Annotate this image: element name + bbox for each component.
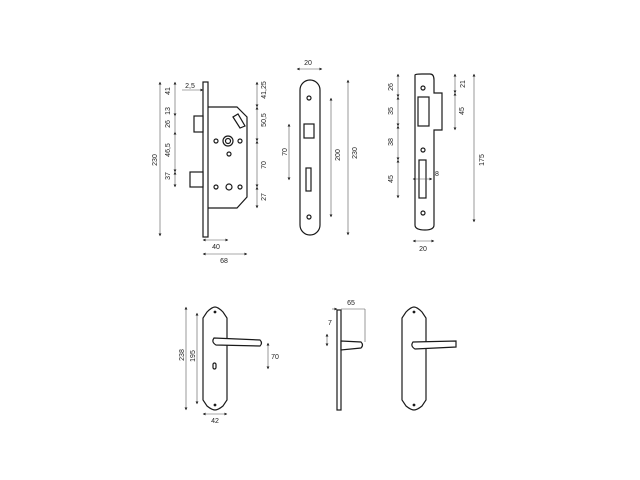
dim-screw-spacing: 200 — [335, 149, 342, 161]
dim-follower-to-key: 70 — [261, 161, 268, 169]
dim-strike-overall: 175 — [479, 154, 486, 166]
dim-lever-to-key: 70 — [271, 354, 279, 361]
strike-plate-outline — [414, 73, 443, 231]
dim-bolt-offset: 13 — [165, 107, 172, 115]
dim-faceplate-thickness: 2,5 — [185, 83, 195, 90]
faceplate-view: 20 70 200 230 — [282, 60, 359, 236]
lock-case-view: 2,5 41 13 26 46,5 37 230 41,25 50,5 70 2… — [152, 81, 268, 265]
dim-faceplate-height: 230 — [352, 147, 359, 159]
bolt-hole — [417, 96, 430, 127]
dim-faceplate-width: 20 — [304, 60, 312, 67]
dim-handle-projection: 65 — [347, 300, 355, 307]
dim-case-to-follower: 50,5 — [261, 113, 268, 127]
dim-backset: 40 — [212, 244, 220, 251]
dim-handle-height: 238 — [179, 349, 186, 361]
key-hole — [225, 183, 233, 191]
latch-bolt — [189, 171, 204, 188]
faceplate-outline — [299, 79, 321, 236]
handle-side-view: 65 7 — [325, 300, 366, 411]
latch-opening — [305, 167, 312, 192]
dim-handle-screw-spacing: 195 — [190, 350, 197, 362]
dim-lip-height: 45 — [459, 107, 466, 115]
handle-front-view: 238 195 70 42 — [179, 306, 279, 425]
dim-strike-width: 20 — [419, 246, 427, 253]
keyhole — [212, 362, 217, 370]
deadbolt — [193, 115, 204, 133]
follower — [222, 135, 234, 147]
dim-latch-hole: 45 — [388, 175, 395, 183]
side-lever — [340, 340, 364, 351]
dim-hole-spacing: 38 — [388, 138, 395, 146]
dim-bolt-hole: 35 — [388, 107, 395, 115]
dim-bolt-height: 26 — [165, 120, 172, 128]
dim-hole-width: 8 — [435, 171, 439, 178]
dim-top-to-case: 41,25 — [261, 81, 268, 99]
dim-latch-height: 37 — [165, 172, 172, 180]
lever-handle — [212, 337, 263, 347]
deadbolt-opening — [303, 123, 315, 139]
dim-key-to-bottom: 27 — [261, 193, 268, 201]
dim-lip-top: 21 — [460, 80, 467, 88]
dim-total-height: 230 — [152, 154, 159, 166]
dim-bolt-to-latch: 46,5 — [165, 143, 172, 157]
handle-backplate — [202, 306, 228, 411]
strike-plate-view: 26 35 38 45 21 45 175 8 20 — [388, 73, 486, 253]
lock-faceplate — [202, 81, 209, 238]
side-backplate — [336, 309, 342, 411]
dim-faceplate-bolt-to-latch: 70 — [282, 148, 289, 156]
dim-case-depth: 68 — [220, 258, 228, 265]
dim-strike-top-to-bolt: 26 — [388, 83, 395, 91]
handle-front-view-plain — [401, 306, 457, 411]
dim-top-to-bolt: 41 — [165, 87, 172, 95]
lock-case-body — [208, 106, 248, 209]
dim-plate-thickness: 7 — [328, 320, 332, 327]
dim-handle-width: 42 — [211, 418, 219, 425]
